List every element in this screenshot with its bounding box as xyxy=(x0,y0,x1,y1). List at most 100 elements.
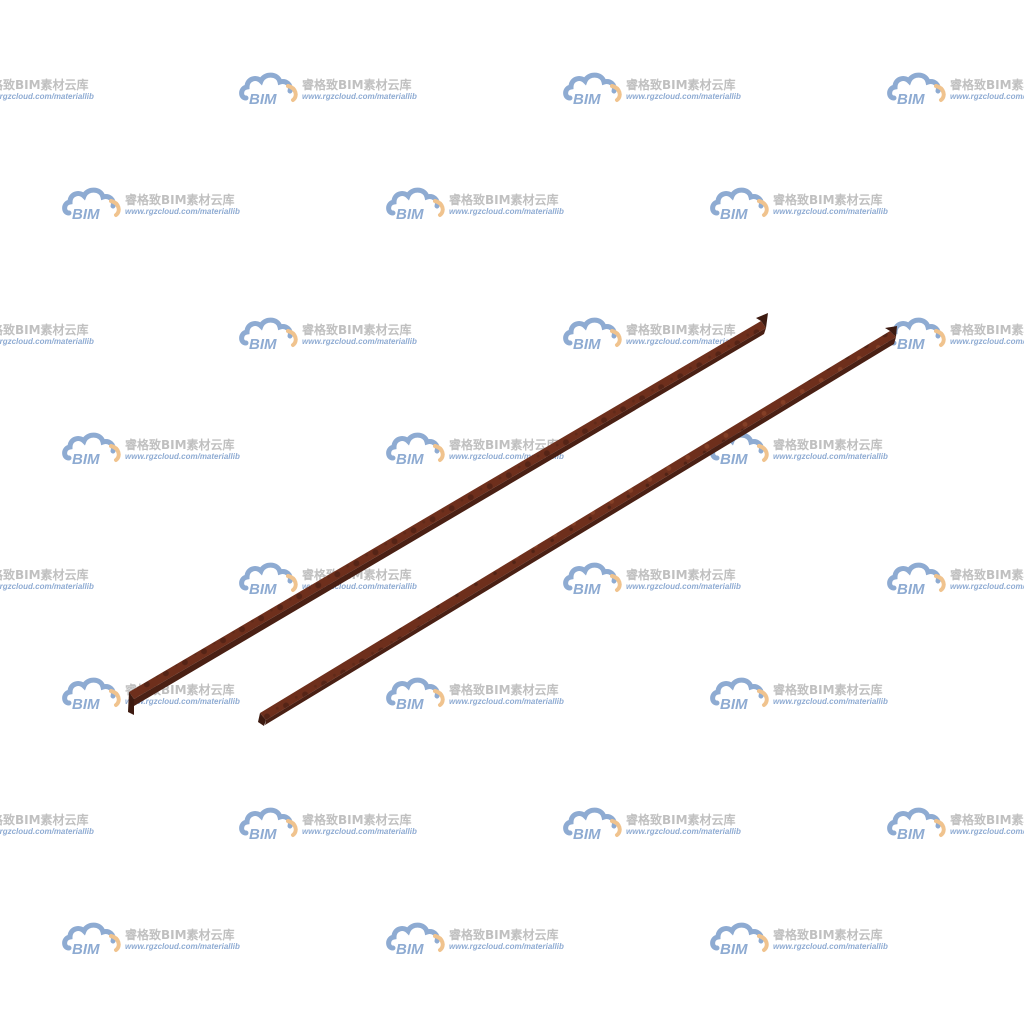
watermark: BIM睿格致BIM素材云库www.rgzcloud.com/materialli… xyxy=(886,70,1024,108)
watermark-title: 睿格致BIM素材云库 xyxy=(125,683,235,697)
watermark-url: www.rgzcloud.com/materiallib xyxy=(302,92,417,101)
watermark-title: 睿格致BIM素材云库 xyxy=(449,193,559,207)
watermark-url: www.rgzcloud.com/materiallib xyxy=(125,697,240,706)
watermark-title: 睿格致BIM素材云库 xyxy=(0,813,89,827)
svg-text:BIM: BIM xyxy=(72,451,100,468)
watermark: BIM睿格致BIM素材云库www.rgzcloud.com/materialli… xyxy=(886,805,1024,843)
watermark-url: www.rgzcloud.com/materiallib xyxy=(773,207,888,216)
cloud-logo-icon: BIM xyxy=(386,432,445,468)
cloud-logo-icon: BIM xyxy=(62,187,121,223)
cloud-logo-icon: BIM xyxy=(887,72,946,108)
watermark-title: 睿格致BIM素材云库 xyxy=(950,78,1024,92)
watermark-url: www.rgzcloud.com/materiallib xyxy=(449,207,564,216)
watermark-title: 睿格致BIM素材云库 xyxy=(449,683,559,697)
watermark-url: www.rgzcloud.com/materiallib xyxy=(0,337,94,346)
cloud-logo-icon: BIM xyxy=(239,807,298,843)
cloud-logo-icon: BIM xyxy=(386,187,445,223)
svg-text:BIM: BIM xyxy=(249,91,277,108)
watermark-title: 睿格致BIM素材云库 xyxy=(302,568,412,582)
svg-text:BIM: BIM xyxy=(396,451,424,468)
svg-text:BIM: BIM xyxy=(249,336,277,353)
watermark-title: 睿格致BIM素材云库 xyxy=(773,193,883,207)
watermark-url: www.rgzcloud.com/materiallib xyxy=(302,827,417,836)
svg-text:BIM: BIM xyxy=(249,826,277,843)
watermark-title: 睿格致BIM素材云库 xyxy=(0,323,89,337)
watermark: BIM睿格致BIM素材云库www.rgzcloud.com/materialli… xyxy=(0,315,105,353)
cloud-logo-icon: BIM xyxy=(239,72,298,108)
watermark: BIM 睿格致BIM素材云库www.rgzcloud.com/materialli… xyxy=(886,560,1024,598)
svg-text:BIM: BIM xyxy=(396,941,424,958)
watermark-url: www.rgzcloud.com/materiallib xyxy=(449,942,564,951)
cloud-logo-icon: BIM xyxy=(563,807,622,843)
svg-text:BIM: BIM xyxy=(720,696,748,713)
svg-text:BIM: BIM xyxy=(573,336,601,353)
watermark-title: 睿格致BIM素材云库 xyxy=(773,928,883,942)
watermark-title: 睿格致BIM素材云库 xyxy=(626,813,736,827)
svg-text:BIM: BIM xyxy=(897,581,925,598)
svg-text:BIM: BIM xyxy=(249,581,277,598)
watermark-title: 睿格致BIM素材云库 xyxy=(125,438,235,452)
watermark-url: www.rgzcloud.com/materiallib xyxy=(773,942,888,951)
watermark-url: www.rgzcloud.com/materiallib xyxy=(0,92,94,101)
watermark-url: www.rgzcloud.com/materiallib xyxy=(626,827,741,836)
svg-text:BIM: BIM xyxy=(573,826,601,843)
svg-text:BIM: BIM xyxy=(396,696,424,713)
watermark-url: www.rgzcloud.com/materiallib xyxy=(773,697,888,706)
cloud-logo-icon: BIM xyxy=(239,562,298,598)
svg-text:BIM: BIM xyxy=(72,696,100,713)
svg-text:BIM: BIM xyxy=(720,451,748,468)
watermark-url: www.rgzcloud.com/materiallib xyxy=(449,452,564,461)
cloud-logo-icon: BIM xyxy=(239,317,298,353)
cloud-logo-icon: BIM xyxy=(887,317,946,353)
watermark-url: www.rgzcloud.com/materiallib xyxy=(626,582,741,591)
cloud-logo-icon: BIM xyxy=(62,922,121,958)
watermark-url: www.rgzcloud.com/materiallib xyxy=(626,92,741,101)
watermark-url: www.rgzcloud.com/materiallib xyxy=(626,337,741,346)
watermark-title: 睿格致BIM素材云库 xyxy=(950,813,1024,827)
svg-text:BIM: BIM xyxy=(897,91,925,108)
watermark-title: 睿格致BIM素材云库 xyxy=(626,78,736,92)
watermark-url: www.rgzcloud.com/materiallib xyxy=(0,582,94,591)
watermark-title: 睿格致BIM素材云库 xyxy=(950,568,1024,582)
cloud-logo-icon: BIM xyxy=(710,677,769,713)
watermark-title: 睿格致BIM素材云库 xyxy=(302,78,412,92)
cloud-logo-icon: BIM xyxy=(887,562,946,598)
svg-text:BIM: BIM xyxy=(72,941,100,958)
cloud-logo-icon: BIM xyxy=(710,187,769,223)
watermark-url: www.rgzcloud.com/materiallib xyxy=(302,582,417,591)
cloud-logo-icon: BIM xyxy=(386,677,445,713)
watermark-title: 睿格致BIM素材云库 xyxy=(449,928,559,942)
cloud-logo-icon: BIM xyxy=(386,922,445,958)
watermark-url: www.rgzcloud.com/materiallib xyxy=(950,337,1024,346)
watermark-url: www.rgzcloud.com/materiallib xyxy=(125,942,240,951)
svg-text:BIM: BIM xyxy=(897,336,925,353)
cloud-logo-icon: BIM xyxy=(887,807,946,843)
watermark-title: 睿格致BIM素材云库 xyxy=(302,323,412,337)
svg-text:BIM: BIM xyxy=(72,206,100,223)
watermark-url: www.rgzcloud.com/materiallib xyxy=(950,582,1024,591)
watermark: BIM睿格致BIM素材云库www.rgzcloud.com/materialli… xyxy=(886,315,1024,353)
cloud-logo-icon: BIM xyxy=(62,432,121,468)
watermark-title: 睿格致BIM素材云库 xyxy=(626,568,736,582)
svg-text:BIM: BIM xyxy=(573,91,601,108)
watermark-title: 睿格致BIM素材云库 xyxy=(449,438,559,452)
